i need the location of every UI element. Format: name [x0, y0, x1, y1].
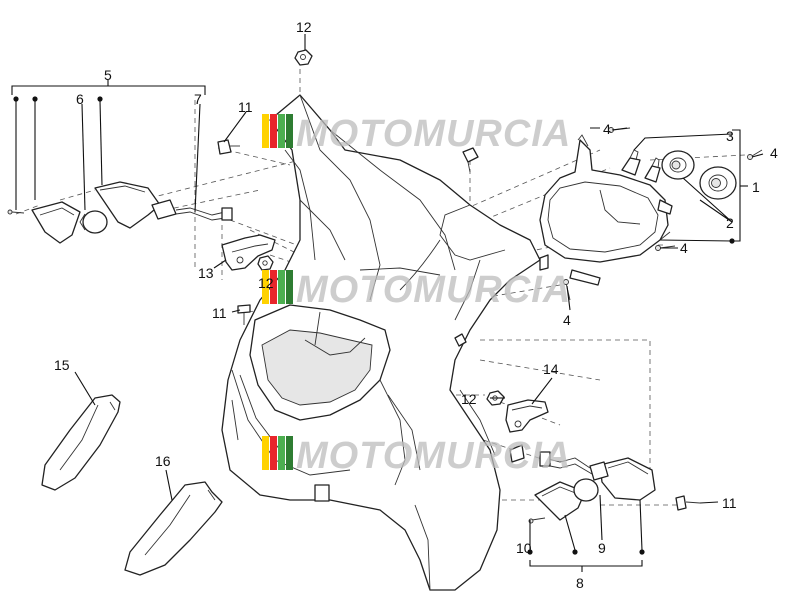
callout-4-right: 4 — [770, 145, 778, 161]
callout-1: 1 — [752, 179, 760, 195]
watermark-text-middle: MOTOMURCIA — [296, 269, 571, 311]
callout-14: 14 — [543, 361, 559, 377]
callout-13: 13 — [198, 265, 214, 281]
watermark-top: MOTOMURCIA — [262, 113, 571, 155]
callout-3: 3 — [726, 128, 734, 144]
callout-11-mid: 11 — [212, 305, 227, 321]
group-8-bracket — [527, 494, 645, 572]
headlight-assembly — [539, 134, 673, 286]
bracket-13 — [221, 234, 276, 271]
callout-4-lower: 4 — [680, 240, 688, 256]
callout-15: 15 — [54, 357, 70, 373]
callout-10: 10 — [516, 540, 532, 556]
reflector-15 — [41, 394, 121, 491]
screw-11-mid — [237, 304, 251, 325]
callout-labels: 12 5 6 7 11 4 3 4 1 2 4 4 13 12 11 15 14… — [54, 19, 778, 591]
callout-2: 2 — [726, 215, 734, 231]
callout-4-bottom: 4 — [563, 312, 571, 328]
screw-11-right — [675, 495, 701, 511]
left-indicator-group — [7, 181, 233, 244]
nut-12-mid — [257, 255, 274, 271]
callout-4-top: 4 — [603, 121, 611, 137]
callout-8: 8 — [576, 575, 584, 591]
watermark-middle: MOTOMURCIA — [262, 269, 571, 311]
bracket-14 — [505, 399, 549, 433]
watermark-bottom: MOTOMURCIA — [262, 435, 571, 477]
callout-5: 5 — [104, 67, 112, 83]
callout-12-mid: 12 — [258, 275, 274, 291]
callout-12-top: 12 — [296, 19, 312, 35]
callout-11-top: 11 — [238, 99, 253, 115]
screw-11-top — [217, 139, 240, 155]
callout-6: 6 — [76, 91, 84, 107]
nut-12-top — [294, 49, 313, 66]
callout-9: 9 — [598, 540, 606, 556]
group-5-bracket — [11, 80, 206, 213]
callout-16: 16 — [155, 453, 171, 469]
watermark-text-top: MOTOMURCIA — [296, 113, 571, 155]
callout-7: 7 — [194, 91, 202, 107]
callout-11-right: 11 — [722, 495, 737, 511]
group-1-bracket — [659, 129, 748, 244]
watermark-text-bottom: MOTOMURCIA — [296, 435, 571, 477]
reflector-16 — [124, 481, 223, 576]
callout-12-lower: 12 — [461, 391, 477, 407]
right-indicator-group — [528, 451, 656, 524]
leader-lines — [74, 34, 764, 504]
front-shield — [221, 94, 541, 591]
headlight-bulbs — [621, 149, 737, 200]
